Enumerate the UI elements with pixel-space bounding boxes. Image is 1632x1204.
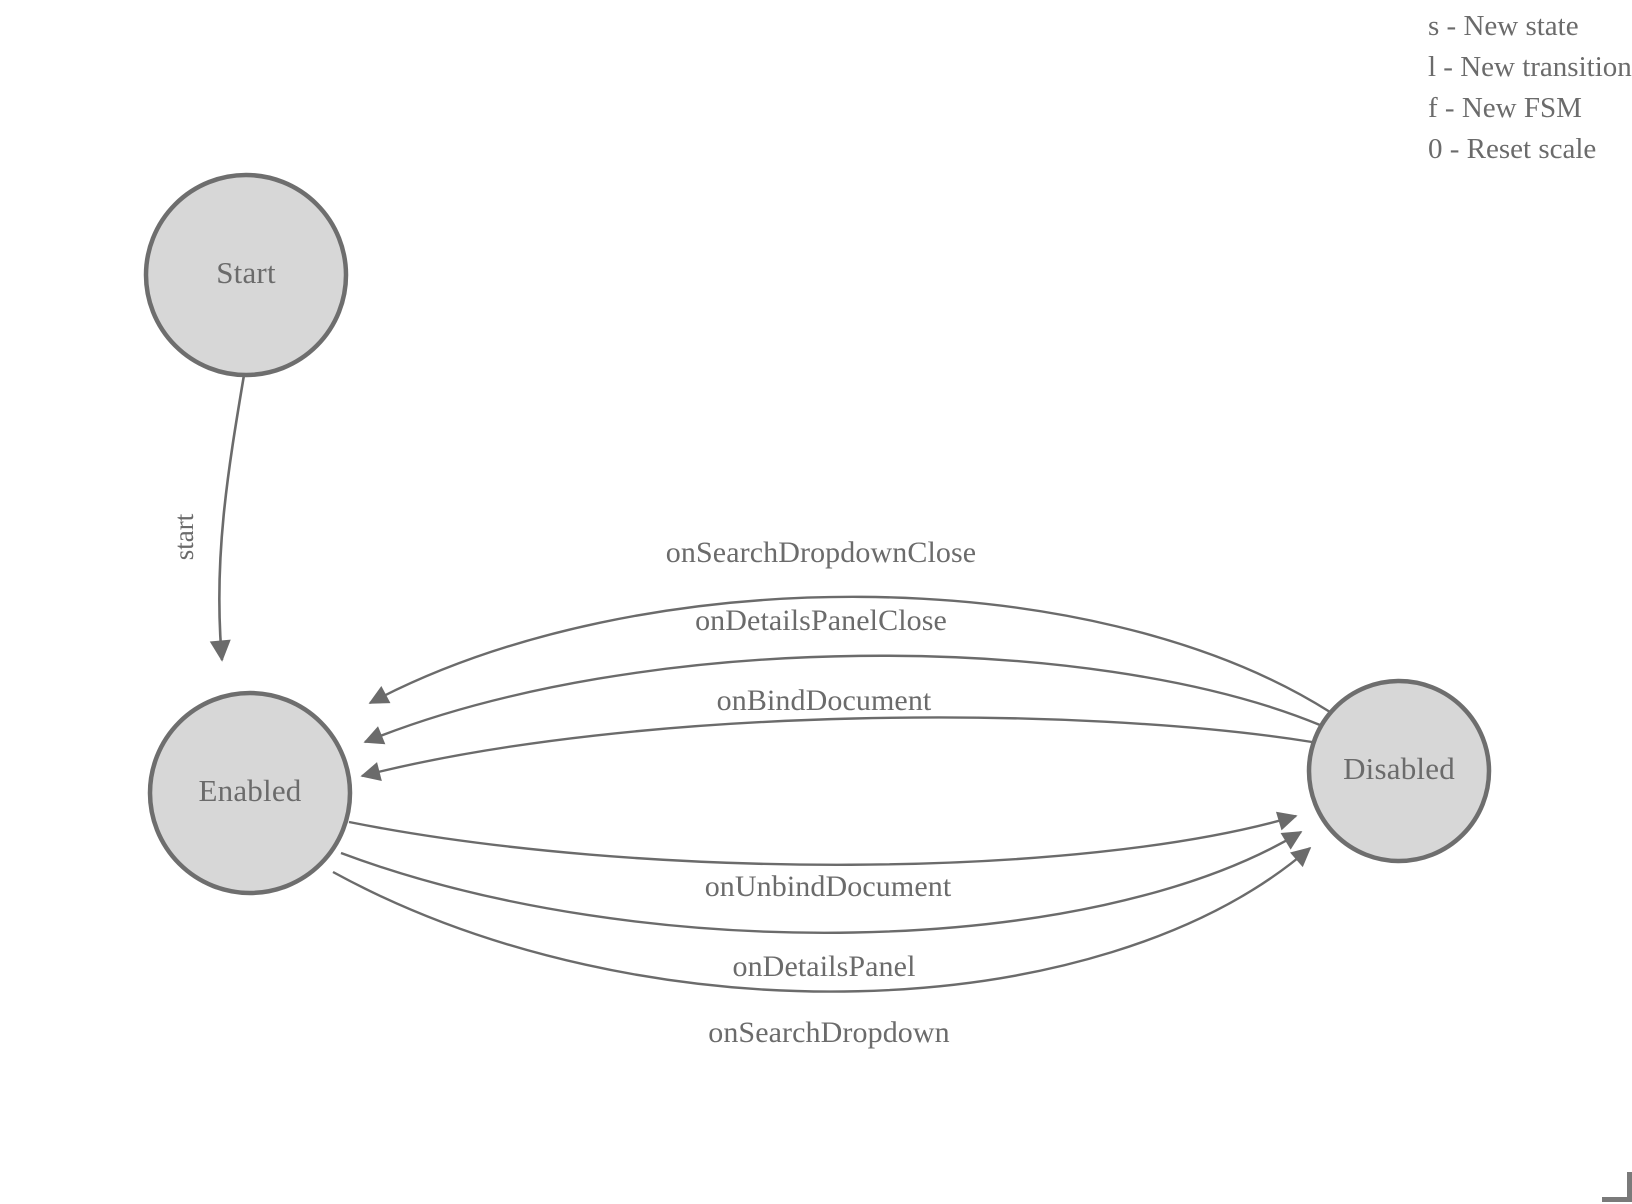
transition-on-bind-document-label: onBindDocument [717,684,932,717]
state-node-disabled[interactable]: Disabled [1306,678,1492,864]
transition-on-search-dropdown-close-label: onSearchDropdownClose [666,536,976,569]
transition-on-search-dropdown[interactable]: onSearchDropdown [332,846,1312,1049]
transition-start[interactable]: start [169,374,246,662]
transition-on-details-panel-close-path[interactable] [363,654,1321,745]
resize-handle-bar-horizontal [1602,1197,1632,1202]
transition-on-details-panel-close[interactable]: onDetailsPanelClose [363,604,1321,745]
transition-on-search-dropdown-close[interactable]: onSearchDropdownClose [368,536,1331,714]
transition-on-details-panel-close-label: onDetailsPanelClose [695,604,947,637]
state-node-start-label: Start [216,255,276,290]
transition-on-details-panel-path[interactable] [340,830,1303,934]
transition-on-details-panel-label: onDetailsPanel [732,950,915,983]
transition-on-search-dropdown-close-path[interactable] [368,595,1331,714]
state-node-enabled[interactable]: Enabled [147,690,353,896]
state-node-enabled-label: Enabled [199,773,302,808]
state-node-start[interactable]: Start [143,172,349,378]
resize-handle[interactable] [1596,1172,1632,1204]
transition-on-unbind-document-label: onUnbindDocument [705,870,952,903]
transition-on-details-panel[interactable]: onDetailsPanel [340,830,1303,983]
transition-start-label: start [169,513,199,560]
state-node-enabled-circle[interactable] [147,690,353,896]
state-node-disabled-circle[interactable] [1306,678,1492,864]
resize-handle-bar-vertical [1627,1172,1632,1202]
transition-start-path[interactable] [209,374,246,662]
transition-on-search-dropdown-path[interactable] [332,846,1312,993]
state-node-start-circle[interactable] [143,172,349,378]
transition-on-unbind-document-path[interactable] [348,811,1298,866]
transition-on-bind-document[interactable]: onBindDocument [360,684,1313,781]
transition-on-search-dropdown-label: onSearchDropdown [708,1016,950,1049]
state-node-disabled-label: Disabled [1343,751,1455,786]
transition-on-unbind-document[interactable]: onUnbindDocument [348,811,1298,903]
transition-on-bind-document-path[interactable] [360,716,1313,781]
